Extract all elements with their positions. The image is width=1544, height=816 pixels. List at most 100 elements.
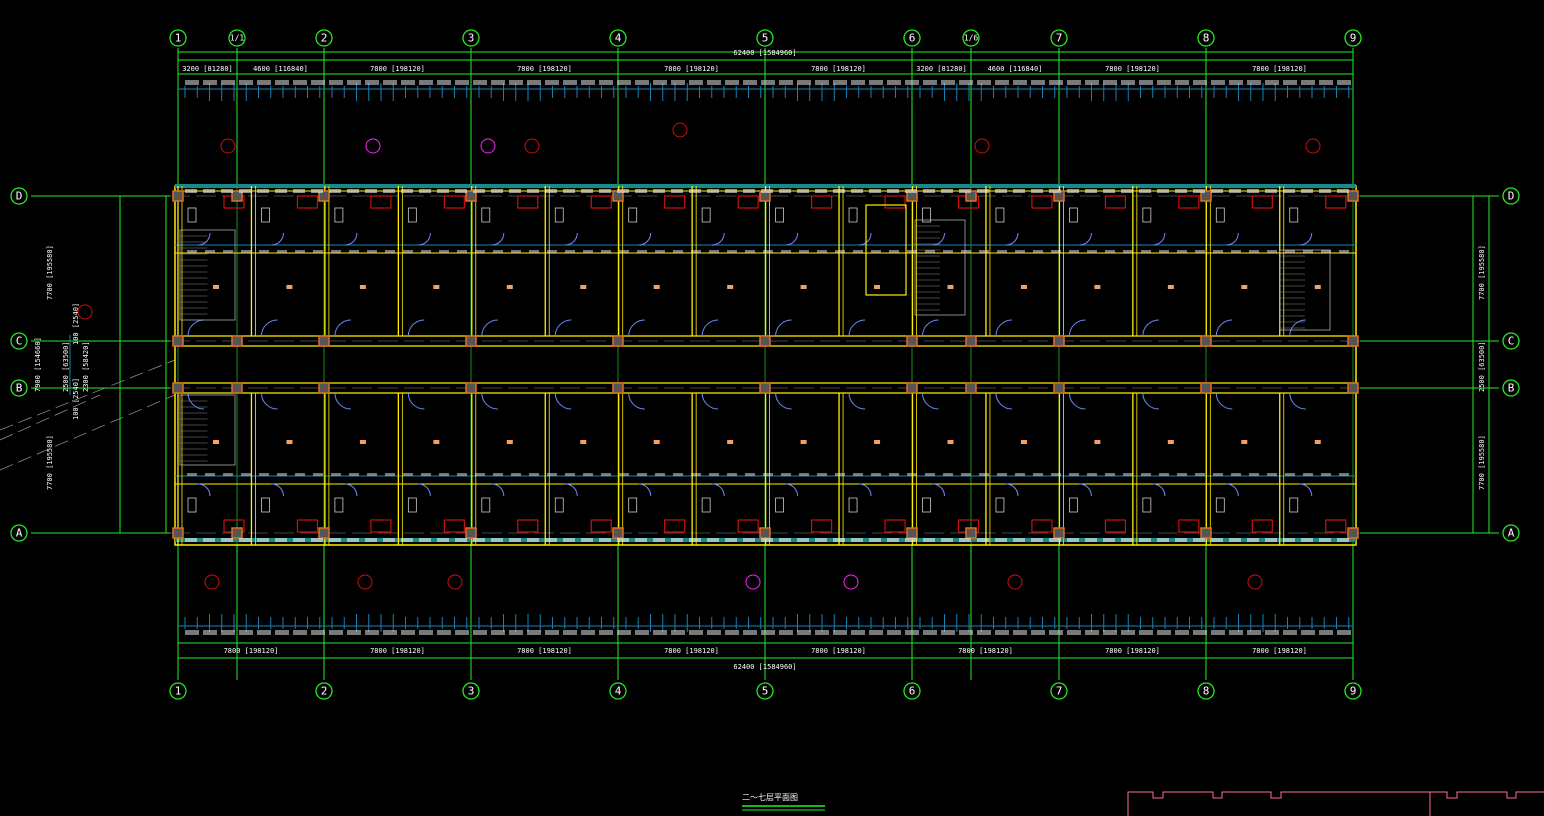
index-symbol-1 bbox=[480, 138, 496, 154]
label-block bbox=[331, 250, 341, 253]
window-tag bbox=[1265, 538, 1277, 542]
window-tag bbox=[1157, 538, 1169, 542]
label-block bbox=[1159, 473, 1169, 476]
label-block bbox=[1249, 250, 1259, 253]
structural-column bbox=[1200, 382, 1212, 394]
door-swing bbox=[922, 319, 939, 337]
structural-column bbox=[172, 527, 184, 539]
toilet bbox=[848, 207, 858, 223]
structural-column bbox=[172, 335, 184, 347]
room-tag bbox=[1020, 285, 1027, 289]
bath-door-swing bbox=[859, 483, 872, 497]
window-tag bbox=[257, 189, 269, 193]
shower-tray bbox=[370, 195, 392, 209]
toilet bbox=[848, 497, 858, 513]
label-block bbox=[691, 473, 701, 476]
room-tag bbox=[213, 440, 219, 444]
dim-text-block bbox=[1049, 80, 1063, 85]
structural-column bbox=[759, 335, 771, 347]
door-swing bbox=[187, 319, 205, 337]
detail-callout-0 bbox=[220, 138, 236, 154]
dim-text-block bbox=[1103, 80, 1117, 85]
window-tag bbox=[1175, 189, 1187, 193]
window-tag bbox=[1283, 538, 1295, 542]
dim-text-block bbox=[1085, 80, 1099, 85]
window-tag bbox=[1103, 538, 1115, 542]
detail-callout-1 bbox=[524, 138, 540, 154]
dim-text-block bbox=[599, 630, 613, 635]
label-block bbox=[403, 473, 413, 476]
window-tag bbox=[401, 538, 413, 542]
label-block bbox=[1267, 473, 1277, 476]
window-tag bbox=[599, 189, 611, 193]
window-tag bbox=[1337, 538, 1349, 542]
label-block bbox=[1069, 473, 1079, 476]
label-block bbox=[961, 250, 971, 253]
window-tag bbox=[599, 538, 611, 542]
axis-right-0-circle bbox=[1502, 187, 1520, 205]
label-block bbox=[1123, 473, 1133, 476]
detail-callout-2 bbox=[672, 122, 688, 138]
label-block bbox=[763, 473, 773, 476]
label-block bbox=[1249, 473, 1259, 476]
top-dim-text-5: 7800 [198120] bbox=[811, 65, 866, 73]
dim-text-block bbox=[347, 630, 361, 635]
dim-text-block bbox=[329, 80, 343, 85]
dim-text-block bbox=[779, 630, 793, 635]
label-block bbox=[241, 473, 251, 476]
dim-text-block bbox=[797, 80, 811, 85]
door-swing bbox=[481, 392, 498, 410]
left-dim-offset-top: 100 [2540] bbox=[72, 303, 80, 345]
structural-column bbox=[1053, 527, 1065, 539]
axis-bottom-8-label: 7 bbox=[1056, 685, 1063, 698]
label-block bbox=[583, 250, 593, 253]
axis-top-2-circle bbox=[315, 29, 333, 47]
bath-door-swing bbox=[565, 232, 578, 246]
right-dim-dc: 7700 [195580] bbox=[1478, 245, 1486, 300]
dim-text-block bbox=[1283, 630, 1297, 635]
axis-top-8-label: 7 bbox=[1056, 32, 1063, 45]
axis-top-2-label: 2 bbox=[321, 32, 328, 45]
label-block bbox=[1231, 473, 1241, 476]
axis-top-7-circle bbox=[962, 29, 980, 47]
window-tag bbox=[869, 538, 881, 542]
bath-door-swing bbox=[1005, 483, 1019, 497]
window-tag bbox=[635, 538, 647, 542]
label-block bbox=[475, 473, 485, 476]
bottom-dim-text-5: 7800 [198120] bbox=[958, 647, 1013, 655]
window-tag bbox=[311, 189, 323, 193]
dim-text-block bbox=[1337, 630, 1351, 635]
label-block bbox=[259, 250, 269, 253]
window-tag bbox=[977, 538, 989, 542]
label-block bbox=[295, 250, 305, 253]
door-swing bbox=[1142, 319, 1159, 337]
label-block bbox=[1087, 473, 1097, 476]
right-dim-cb: 2500 [63500] bbox=[1478, 341, 1486, 392]
window-tag bbox=[995, 538, 1007, 542]
axis-top-3-circle bbox=[462, 29, 480, 47]
door-swing bbox=[1068, 392, 1086, 410]
axis-left-0-label: D bbox=[16, 190, 23, 203]
dim-text-block bbox=[275, 80, 289, 85]
label-block bbox=[1321, 250, 1331, 253]
top-dim-text-1: 4600 [116840] bbox=[253, 65, 308, 73]
shower-tray bbox=[810, 195, 833, 209]
axis-top-1-label: 1/1 bbox=[230, 34, 245, 43]
label-block bbox=[1177, 473, 1187, 476]
label-block bbox=[1051, 250, 1061, 253]
room-tag bbox=[580, 285, 587, 289]
axis-bottom-10-label: 9 bbox=[1350, 685, 1357, 698]
room-tag bbox=[874, 440, 881, 444]
label-block bbox=[943, 250, 953, 253]
dim-text-block bbox=[239, 80, 253, 85]
structural-column bbox=[612, 527, 624, 539]
dim-text-block bbox=[347, 80, 361, 85]
shower-tray bbox=[664, 519, 686, 533]
axis-top-4-circle bbox=[609, 29, 627, 47]
shower-tray bbox=[443, 519, 465, 533]
shower-tray bbox=[1031, 195, 1053, 209]
window-tag bbox=[203, 189, 215, 193]
left-dim-cb: 2500 [63500] bbox=[62, 341, 70, 392]
axis-bottom-9-label: 8 bbox=[1203, 685, 1210, 698]
label-block bbox=[331, 473, 341, 476]
